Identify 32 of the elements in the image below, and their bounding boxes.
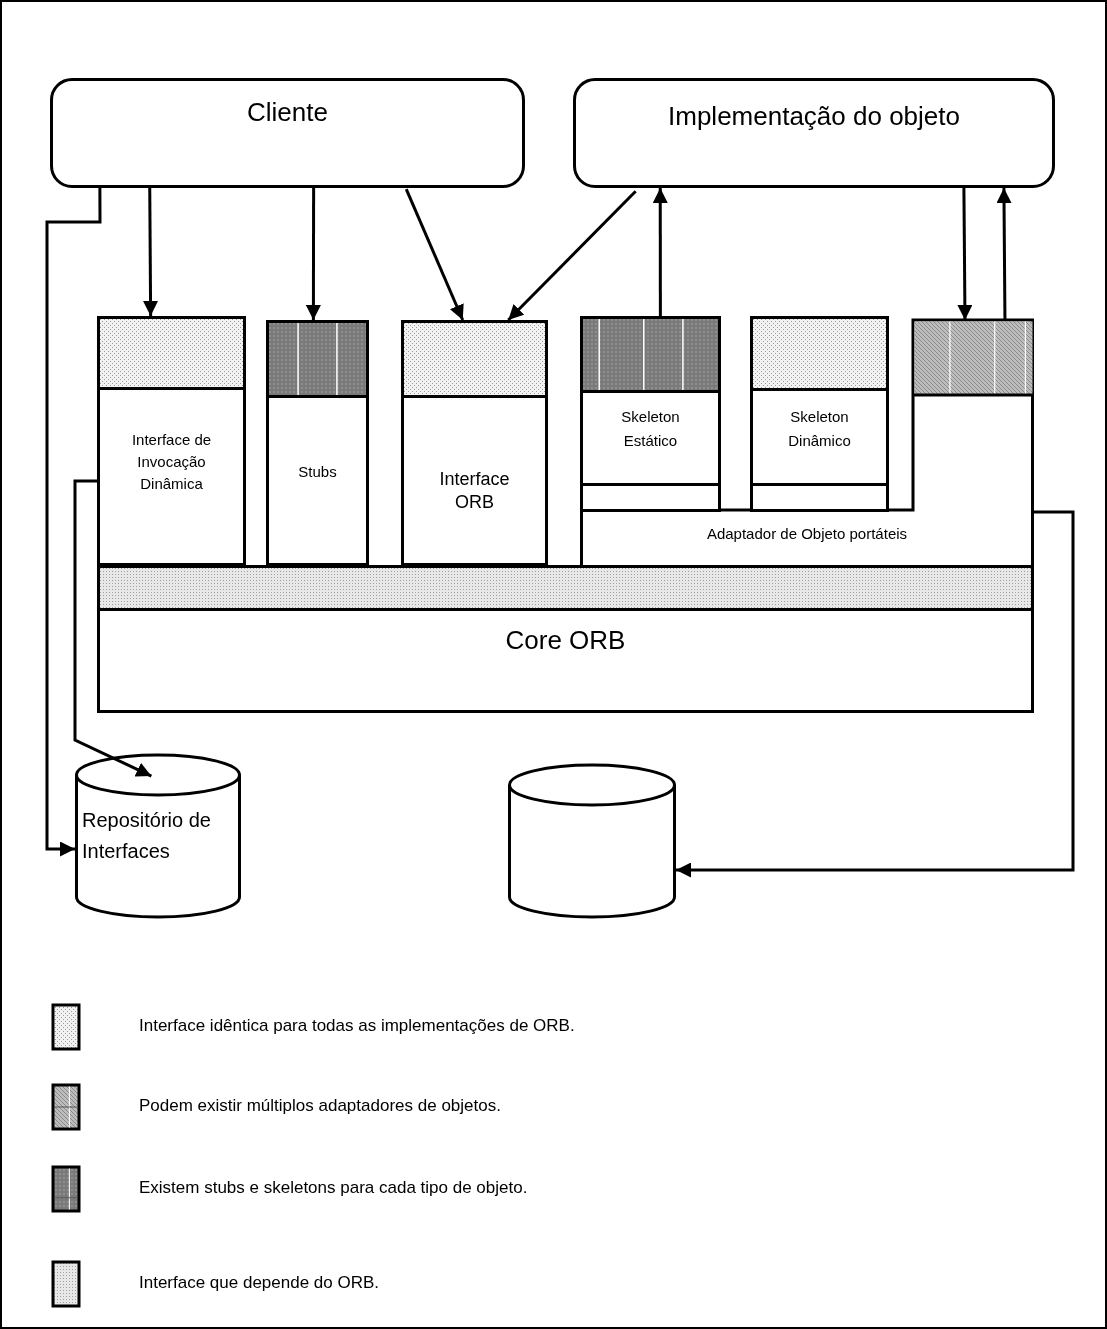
arrow xyxy=(404,188,465,321)
arrow xyxy=(652,188,668,316)
arrow xyxy=(305,188,321,320)
node-label: Implementação do objeto xyxy=(667,101,961,132)
node-label: Skeleton Estático xyxy=(620,407,681,451)
node-label: Adaptador de Objeto portáteis xyxy=(705,525,909,543)
arrow xyxy=(143,188,159,316)
interface-column xyxy=(580,316,721,512)
node-label: Interface ORB xyxy=(438,468,511,514)
interface-column xyxy=(401,320,548,566)
arrow xyxy=(45,188,102,857)
core-box xyxy=(97,565,1034,713)
legend-label: Interface idêntica para todas as implementações de ORB. xyxy=(139,1016,575,1036)
arrow xyxy=(73,479,152,778)
node-label: Cliente xyxy=(246,97,329,128)
node-label: Skeleton Dinâmico xyxy=(787,407,852,451)
interface-column xyxy=(750,316,889,512)
arrow xyxy=(676,510,1075,878)
legend-label: Podem existir múltiplos adaptadores de objetos. xyxy=(139,1096,501,1116)
component-box xyxy=(573,78,1055,188)
arrow xyxy=(507,190,637,322)
component-box xyxy=(50,78,525,188)
arrow xyxy=(957,188,973,320)
node-label: Interface de Invocação Dinâmica xyxy=(131,430,212,494)
legend-label: Existem stubs e skeletons para cada tipo de objeto. xyxy=(139,1178,528,1198)
interface-column xyxy=(266,320,369,566)
interface-column xyxy=(97,316,246,566)
arrow xyxy=(996,188,1012,320)
node-label: Core ORB xyxy=(504,625,627,656)
node-label: Repositório de Interfaces xyxy=(82,808,212,864)
legend-label: Interface que depende do ORB. xyxy=(139,1273,380,1293)
node-label: Stubs xyxy=(297,463,338,481)
